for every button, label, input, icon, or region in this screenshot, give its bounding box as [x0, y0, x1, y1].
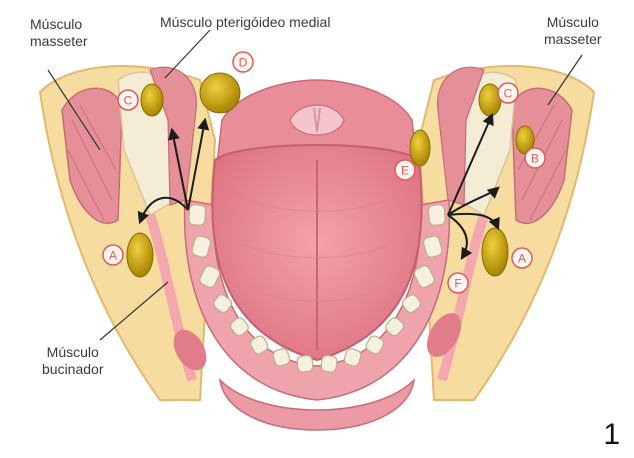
marker-a-right: A: [518, 252, 526, 266]
space-a-left-abscess: [127, 233, 153, 277]
label-masseter-left-line1: Músculo: [30, 16, 88, 33]
tooth: [189, 205, 206, 226]
tooth: [321, 355, 338, 372]
label-masseter-left: Músculo masseter: [30, 16, 88, 50]
label-buccinator-line2: bucinador: [42, 361, 104, 378]
marker-e: E: [401, 164, 409, 178]
tooth: [428, 205, 445, 226]
label-masseter-left-line2: masseter: [30, 33, 88, 50]
space-d-abscess: [200, 73, 240, 113]
pointer-pterygoid: [165, 30, 210, 78]
space-c-right-abscess: [479, 84, 501, 116]
label-masseter-right-line2: masseter: [544, 31, 602, 48]
marker-d: D: [239, 56, 248, 70]
space-c-left-abscess: [141, 84, 163, 116]
marker-c-right: C: [504, 87, 513, 101]
marker-c-left: C: [124, 94, 133, 108]
marker-f: F: [454, 277, 461, 291]
space-a-right-abscess: [482, 228, 508, 276]
space-e-abscess: [410, 130, 430, 166]
label-pterygoid-medial: Músculo pterigóideo medial: [160, 14, 330, 31]
marker-b: B: [531, 152, 539, 166]
label-buccinator: Músculo bucinador: [42, 344, 104, 378]
figure-number: 1: [603, 418, 620, 452]
marker-a-left: A: [109, 249, 117, 263]
label-masseter-right-line1: Músculo: [544, 14, 602, 31]
label-masseter-right: Músculo masseter: [544, 14, 602, 48]
label-buccinator-line1: Músculo: [42, 344, 104, 361]
tooth: [297, 355, 314, 372]
